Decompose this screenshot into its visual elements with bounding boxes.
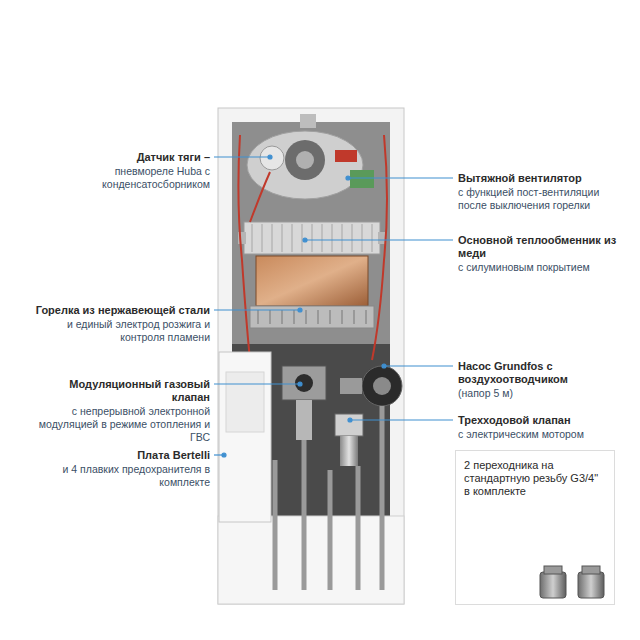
control-board [219,352,271,522]
part-description: и единый электрод розжига и контроля пла… [35,318,210,344]
combustion-chamber [256,256,368,306]
part-name: Вытяжной вентилятор [458,172,628,185]
heat-exchanger [238,222,386,254]
part-description: и 4 плавких предохранителя в комплекте [35,463,210,489]
part-description: с функцией пост-вентиляции после выключе… [458,186,628,212]
part-description: (напор 5 м) [458,387,628,400]
part-name: Трехходовой клапан [458,414,628,427]
part-name: Модуляционный газовый клапан [35,378,210,404]
leader-lines [214,155,453,457]
part-name: Насос Grundfos с воздухоотводчиком [458,360,628,386]
part-name: Плата Bertelli [35,449,210,462]
burner [250,306,374,328]
pump [340,366,402,406]
part-name: Горелка из нержавеющей стали [35,304,210,317]
boiler-casing [218,108,404,604]
part-description: с электрическим мотором [458,428,628,441]
gas-valve [282,366,326,440]
part-description: с силуминовым покрытием [458,261,628,274]
part-name: Датчик тяги – [35,151,210,164]
accessory-note: 2 переходника на стандартную резьбу G3/4… [464,459,606,498]
accessory-box: 2 переходника на стандартную резьбу G3/4… [455,450,615,605]
adapter-fittings [540,566,604,598]
wires [238,135,387,360]
part-description: пневмореле Huba с конденсатосборником [35,165,210,191]
part-description: с непрерывной электронной модуляцией в р… [35,405,210,444]
part-name: Основной теплообменник из меди [458,234,628,260]
three-way-valve [335,414,363,466]
